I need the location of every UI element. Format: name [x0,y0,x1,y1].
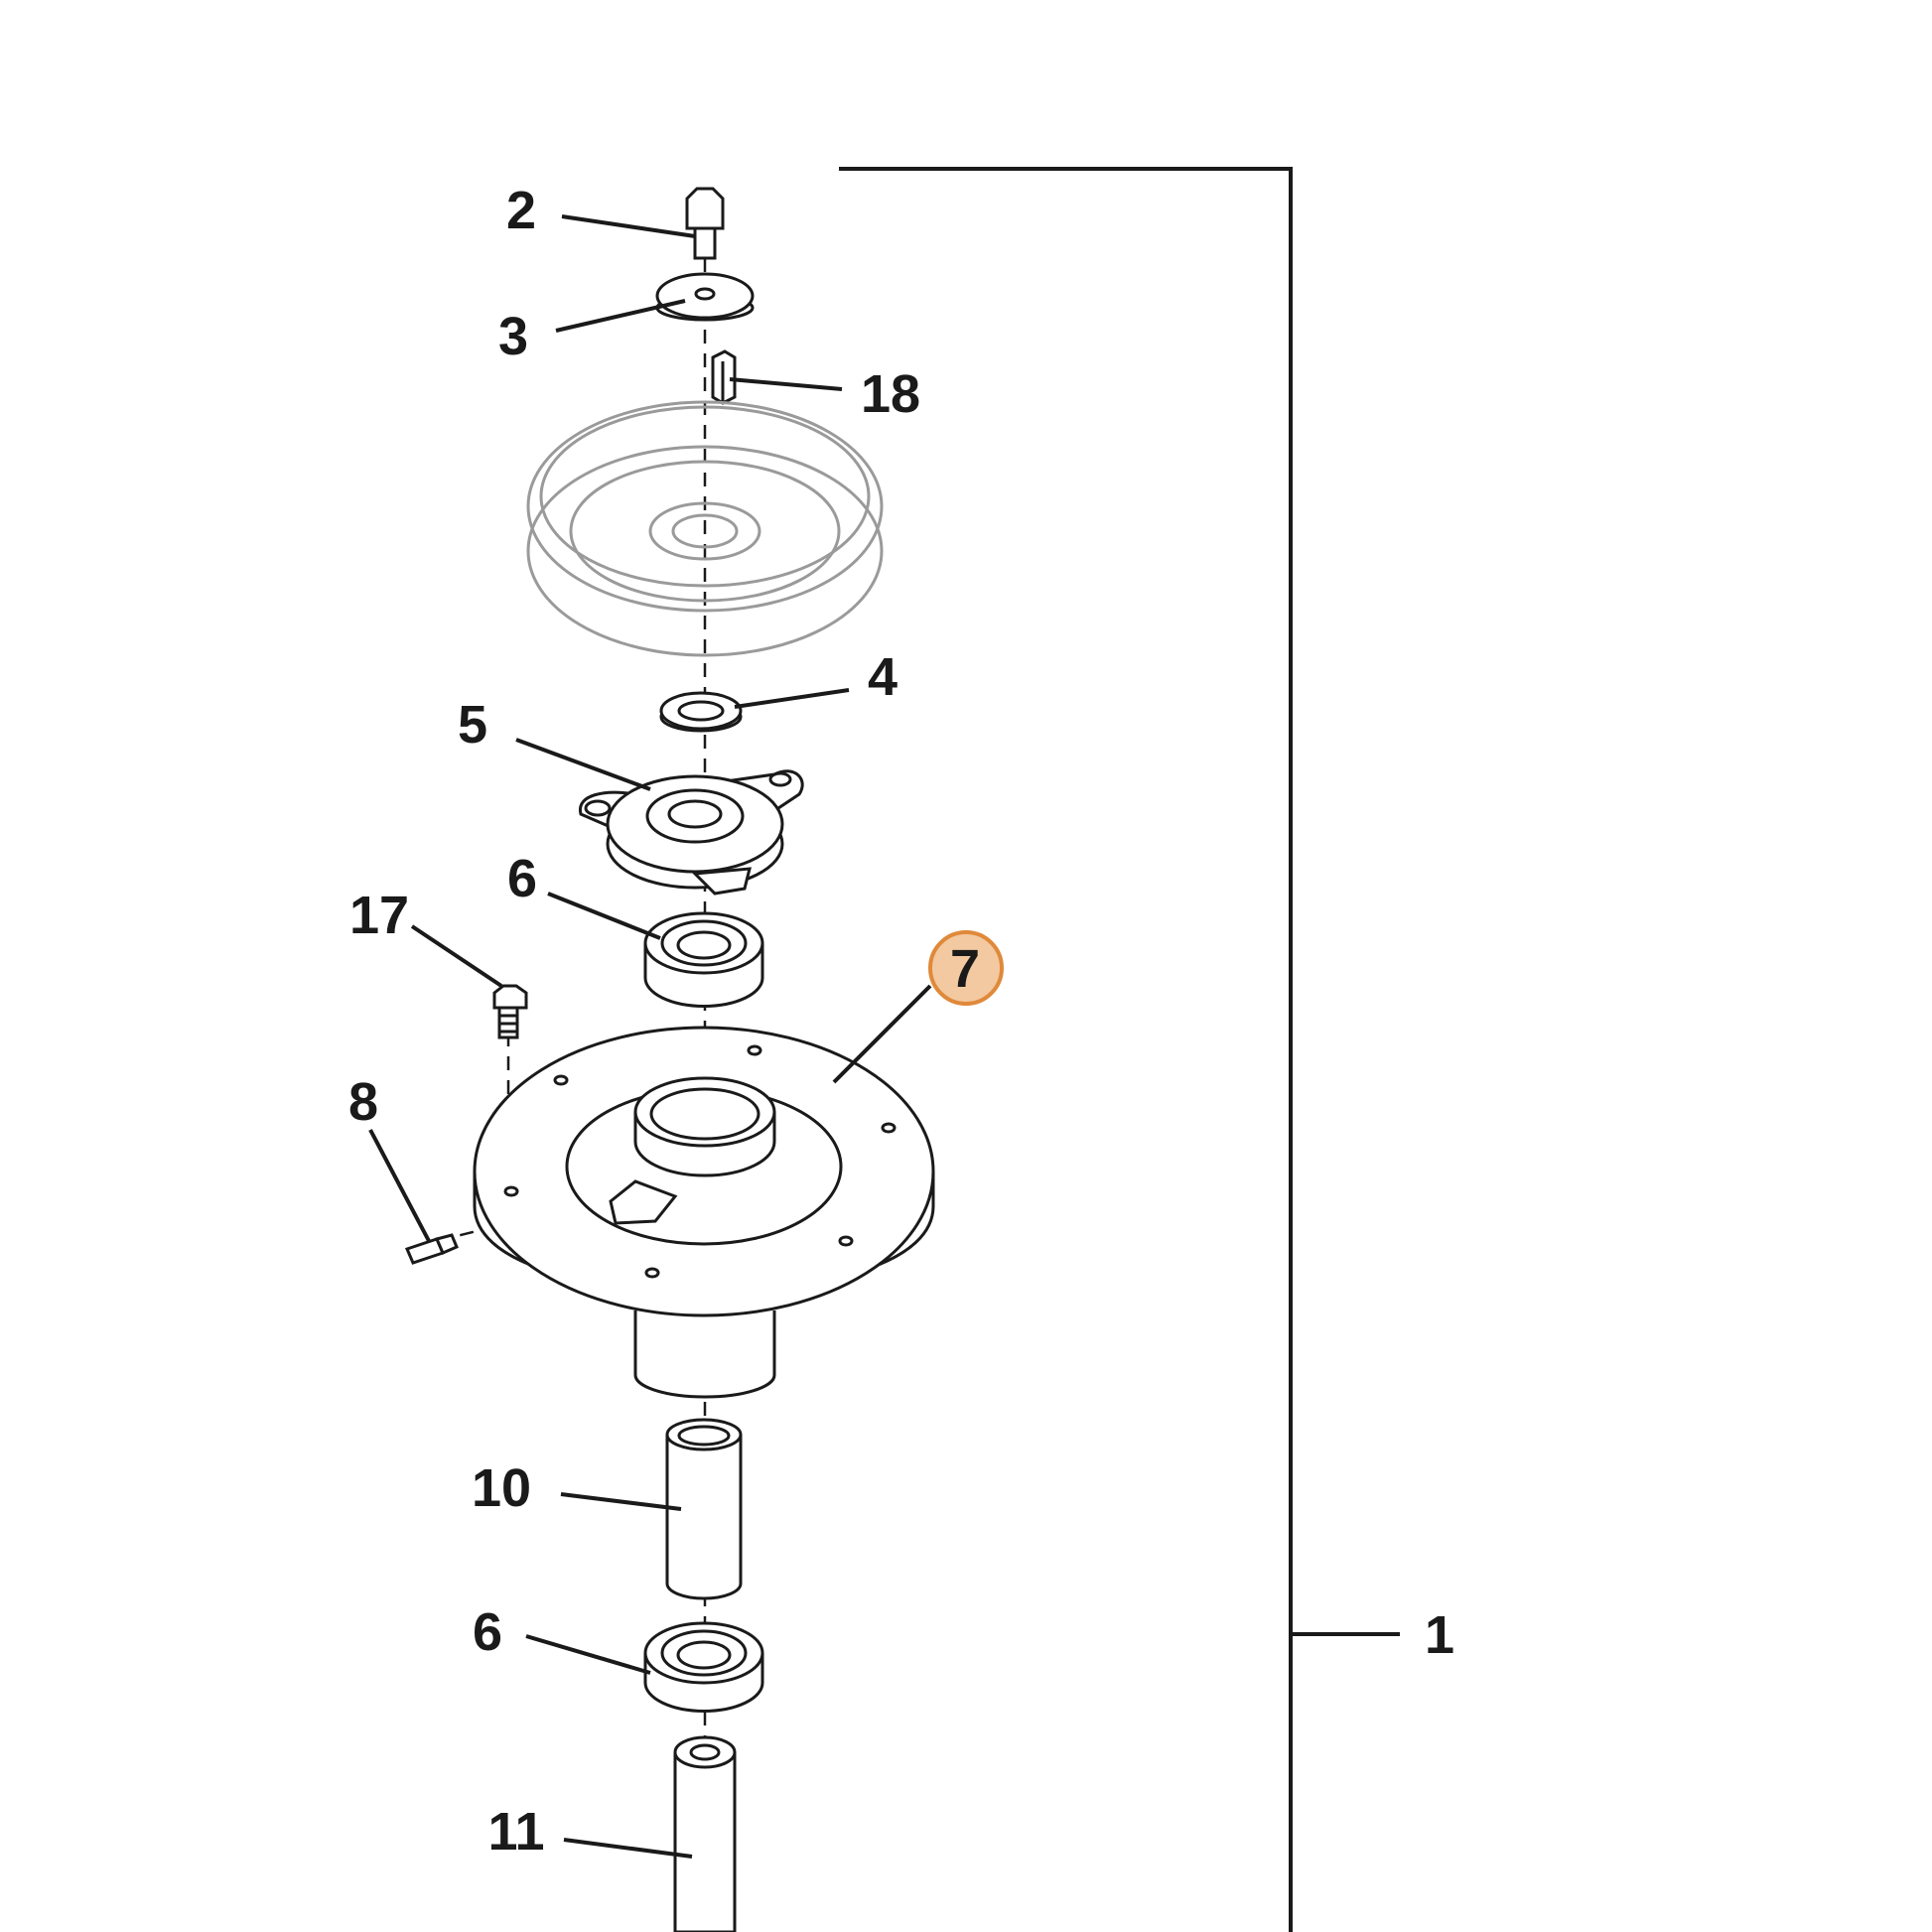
callout-8: 8 [348,1072,378,1132]
callout-17: 17 [349,886,409,945]
set-screw-part [404,1233,459,1265]
highlight-circle [928,930,1004,1006]
callout-7: 7 [950,939,980,999]
callout-10: 10 [472,1458,531,1518]
bearing-upper-part [643,911,764,1008]
spindle-shaft-part [673,1735,737,1932]
callout-6-lower: 6 [473,1602,502,1662]
pulley-part [526,400,884,657]
spindle-housing-part [473,1026,935,1399]
callout-3: 3 [498,307,528,366]
callout-5: 5 [458,695,487,755]
bearing-cap-part [579,769,804,896]
spacer-washer-part [659,691,743,733]
callout-1: 1 [1425,1605,1454,1665]
bearing-lower-part [643,1621,764,1713]
key-part [711,349,737,405]
washer-part [655,272,755,322]
bolt-part [685,187,725,260]
leader-lines [368,214,932,1859]
callout-11: 11 [487,1802,544,1862]
callout-4: 4 [868,647,897,707]
callout-6-upper: 6 [507,849,537,908]
callout-18: 18 [861,364,920,424]
grease-bolt-part [492,984,528,1039]
spacer-tube-part [665,1418,743,1600]
callout-2: 2 [506,181,536,240]
assembly-bracket [839,167,1400,1932]
